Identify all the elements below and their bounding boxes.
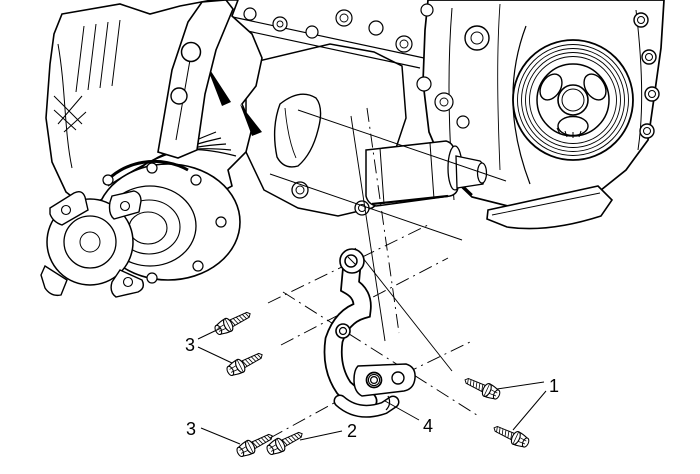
mount-bracket	[323, 248, 416, 418]
callout-leader-lines	[197, 327, 547, 445]
engine-cover-bolts	[633, 12, 660, 139]
bolt-2	[264, 426, 306, 459]
callout-4-label: 4	[423, 416, 433, 436]
engine-transmission-assembly	[40, 0, 665, 298]
bolt-1-lower	[490, 421, 532, 451]
crankshaft-pulley	[512, 39, 634, 161]
callouts: 1 2 3 3 4	[185, 327, 559, 445]
callout-1-label: 1	[549, 376, 559, 396]
bolt-3-upper-a	[212, 306, 254, 339]
support-bracket-upper	[157, 0, 234, 159]
top-hardware	[223, 3, 490, 129]
callout-2-label: 2	[347, 421, 357, 441]
callout-3-upper-label: 3	[185, 335, 195, 355]
callout-3-lower-label: 3	[186, 419, 196, 439]
oil-pan	[486, 185, 614, 230]
axle-coupling	[40, 190, 145, 298]
bolt-3-upper-b	[224, 347, 266, 380]
bolt-1-upper	[461, 373, 503, 403]
